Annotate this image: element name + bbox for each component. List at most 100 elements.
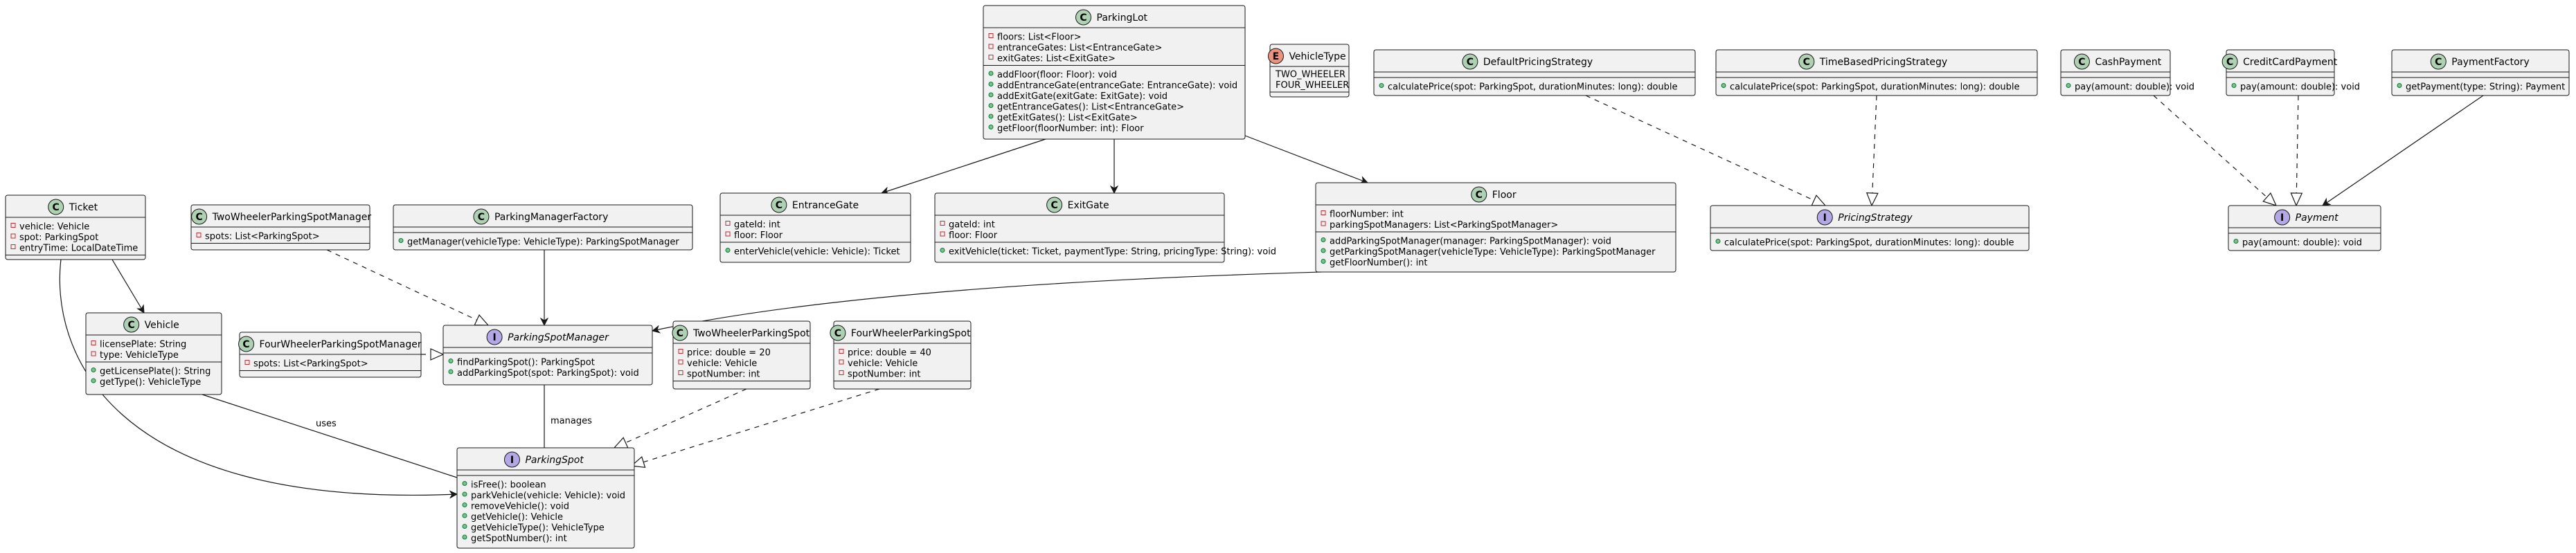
private-visibility-icon bbox=[940, 221, 945, 226]
realization-edge-two-wheeler-parking-spot-to-parking-spot bbox=[614, 388, 747, 448]
public-visibility-icon bbox=[988, 71, 994, 76]
private-visibility-icon bbox=[91, 341, 96, 345]
member-findparkingspot-parkingspot: findParkingSpot(): ParkingSpot bbox=[457, 358, 595, 368]
vehicle-box bbox=[85, 312, 222, 395]
private-visibility-icon bbox=[725, 231, 731, 237]
four-wheeler-parking-spot-name: FourWheelerParkingSpot bbox=[851, 328, 971, 339]
public-visibility-icon bbox=[2231, 83, 2237, 88]
public-visibility-icon bbox=[462, 491, 467, 497]
class-badge-icon bbox=[238, 336, 255, 352]
interface-badge-icon bbox=[2274, 209, 2291, 226]
public-visibility-icon bbox=[940, 248, 945, 253]
private-visibility-icon bbox=[10, 233, 16, 239]
private-visibility-icon bbox=[988, 33, 994, 38]
member-addfloor-floor-floor-void: addFloor(floor: Floor): void bbox=[997, 70, 1117, 80]
class-badge-icon bbox=[2430, 53, 2447, 70]
class-badge-icon bbox=[2073, 53, 2090, 70]
public-visibility-icon bbox=[988, 125, 994, 129]
payment-name: Payment bbox=[2296, 212, 2338, 224]
public-visibility-icon bbox=[1321, 248, 1326, 253]
class-badge-icon bbox=[1471, 186, 1487, 203]
class-badge-icon bbox=[1798, 53, 1815, 70]
entrance-gate-name: EntranceGate bbox=[792, 200, 859, 211]
member-spots-list: spots: List<ParkingSpot> bbox=[205, 232, 320, 242]
member-floor-floor: floor: Floor bbox=[734, 230, 783, 241]
public-visibility-icon bbox=[2397, 83, 2402, 88]
public-visibility-icon bbox=[1715, 239, 1721, 244]
class-badge-icon bbox=[123, 316, 140, 333]
private-visibility-icon bbox=[91, 351, 96, 356]
class-badge-icon bbox=[1462, 53, 1478, 70]
member-pay-amount-double-void: pay(amount: double): void bbox=[2075, 82, 2194, 93]
class-badge-icon bbox=[191, 208, 208, 225]
member-calculateprice-spot-parkingspot-durationminutes-long-double: calculatePrice(spot: ParkingSpot, durati… bbox=[1730, 82, 2020, 93]
class-badge-icon bbox=[830, 325, 846, 341]
badge-letter: C bbox=[128, 320, 135, 331]
relations-layer bbox=[59, 95, 2484, 495]
vehicle-type-name: VehicleType bbox=[1289, 51, 1345, 62]
public-visibility-icon bbox=[448, 359, 454, 363]
member-getmanager-vehicletype-vehicletype-parkingspotmanager: getManager(vehicleType: VehicleType): Pa… bbox=[407, 237, 679, 248]
realization-edge-two-wheeler-parking-spot-manager-to-parking-spot-manager bbox=[326, 249, 488, 325]
public-visibility-icon bbox=[462, 481, 467, 486]
parking-lot-box bbox=[983, 5, 1246, 140]
realization-edge-credit-card-payment-to-payment bbox=[2296, 95, 2298, 206]
member-calculateprice-spot-parkingspot-durationminutes-long-double: calculatePrice(spot: ParkingSpot, durati… bbox=[1724, 238, 2014, 248]
private-visibility-icon bbox=[940, 231, 945, 237]
private-visibility-icon bbox=[678, 359, 683, 365]
public-visibility-icon bbox=[462, 524, 467, 529]
parking-lot-name: ParkingLot bbox=[1097, 12, 1148, 24]
ticket-name: Ticket bbox=[69, 202, 98, 213]
member-gateid-int: gateId: int bbox=[949, 220, 995, 230]
parking-spot-name: ParkingSpot bbox=[525, 455, 584, 466]
private-visibility-icon bbox=[725, 221, 731, 226]
floor-name: Floor bbox=[1492, 190, 1517, 201]
private-visibility-icon bbox=[244, 360, 250, 365]
two-wheeler-parking-spot-manager-name: TwoWheelerParkingSpotManager bbox=[212, 212, 372, 223]
badge-letter: I bbox=[1823, 212, 1827, 224]
member-vehicle-vehicle: vehicle: Vehicle bbox=[19, 222, 89, 233]
private-visibility-icon bbox=[839, 370, 844, 375]
cash-payment-name: CashPayment bbox=[2095, 57, 2161, 68]
member-addentrancegate-entrancegate-entrancegate-void: addEntranceGate(entranceGate: EntranceGa… bbox=[997, 81, 1237, 91]
member-entrytime-localdatetime: entryTime: LocalDateTime bbox=[19, 244, 138, 254]
public-visibility-icon bbox=[1321, 237, 1326, 242]
time-based-pricing-strategy-name: TimeBasedPricingStrategy bbox=[1819, 57, 1947, 68]
public-visibility-icon bbox=[2066, 83, 2071, 88]
default-pricing-strategy-name: DefaultPricingStrategy bbox=[1483, 57, 1593, 68]
public-visibility-icon bbox=[725, 248, 731, 253]
relation-label-uses: uses bbox=[316, 419, 337, 429]
public-visibility-icon bbox=[1321, 259, 1326, 264]
badge-letter: C bbox=[1050, 200, 1057, 211]
default-pricing-strategy-box bbox=[1373, 49, 1696, 96]
member-getfloor-floornumber-int-floor: getFloor(floorNumber: int): Floor bbox=[997, 124, 1144, 134]
public-visibility-icon bbox=[448, 369, 454, 374]
public-visibility-icon bbox=[988, 103, 994, 108]
member-entrancegates-list: entranceGates: List<EntranceGate> bbox=[997, 43, 1162, 53]
member-calculateprice-spot-parkingspot-durationminutes-long-double: calculatePrice(spot: ParkingSpot, durati… bbox=[1388, 82, 1678, 93]
member-vehicle-vehicle: vehicle: Vehicle bbox=[687, 359, 757, 369]
association-edge-ticket-to-parking-spot bbox=[59, 259, 457, 495]
